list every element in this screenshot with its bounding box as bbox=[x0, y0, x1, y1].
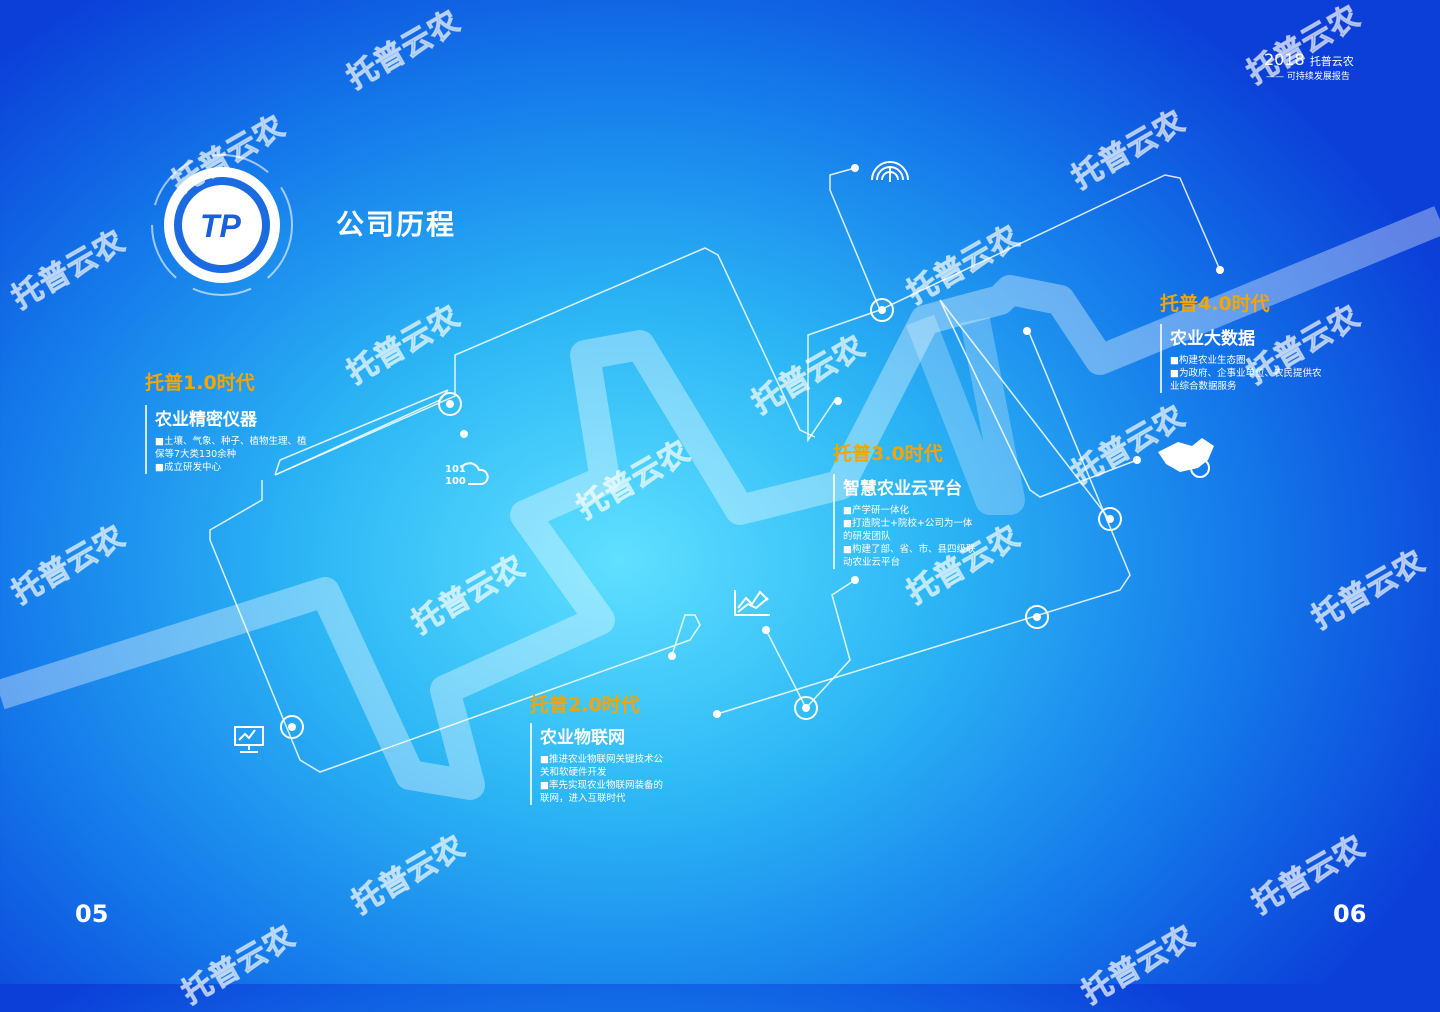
circuit-lines bbox=[209, 167, 1221, 773]
era-heading: 农业精密仪器 bbox=[155, 410, 257, 430]
era-bullet: ■构建了部、省、市、县四级联动农业云平台 bbox=[843, 544, 976, 568]
era-bullet: ■打造院士+院校+公司为一体的研发团队 bbox=[843, 518, 973, 542]
era-heading: 智慧农业云平台 bbox=[843, 479, 962, 499]
china-map-icon bbox=[1158, 438, 1214, 478]
report-subtitle: —— 可持续发展报告 bbox=[1266, 72, 1350, 82]
era-3: 托普3.0时代 智慧农业云平台 ■产学研一体化 ■打造院士+院校+公司为一体的研… bbox=[833, 439, 978, 569]
page-number-right: 06 bbox=[1333, 900, 1367, 928]
greenhouse-icon bbox=[871, 161, 909, 182]
cloud-icon bbox=[460, 462, 489, 485]
era-bullet: ■为政府、企事业单位、农民提供农业综合数据服务 bbox=[1170, 368, 1322, 392]
era-label: 托普2.0时代 bbox=[530, 694, 640, 716]
cloud-icon-text: 101 bbox=[445, 464, 466, 475]
svg-text:TP: TP bbox=[200, 208, 242, 244]
era-2: 托普2.0时代 农业物联网 ■推进农业物联网关键技术公关和软硬件开发 ■率先实现… bbox=[530, 690, 665, 805]
svg-text:100: 100 bbox=[445, 476, 466, 487]
monitor-icon bbox=[234, 726, 264, 753]
era-bullet: ■率先实现农业物联网装备的联网，进入互联时代 bbox=[540, 780, 663, 804]
era-bullet: ■成立研发中心 bbox=[155, 462, 221, 473]
report-header: 2018 托普云农 —— 可持续发展报告 bbox=[1264, 50, 1354, 82]
report-year: 2018 bbox=[1264, 50, 1305, 69]
page-title: 公司历程 bbox=[336, 208, 457, 241]
timeline-graphic: TP 101 100 bbox=[0, 154, 1440, 800]
report-brand: 托普云农 bbox=[1309, 55, 1354, 68]
era-label: 托普4.0时代 bbox=[1160, 293, 1270, 315]
timeline-ribbon bbox=[0, 206, 1440, 800]
era-1: 托普1.0时代 农业精密仪器 ■土壤、气象、种子、植物生理、植保等7大类130余… bbox=[145, 368, 315, 474]
era-bullet: ■土壤、气象、种子、植物生理、植保等7大类130余种 bbox=[155, 436, 307, 460]
era-heading: 农业物联网 bbox=[540, 728, 625, 748]
era-heading: 农业大数据 bbox=[1170, 329, 1255, 349]
era-4: 托普4.0时代 农业大数据 ■构建农业生态圈 ■为政府、企事业单位、农民提供农业… bbox=[1160, 289, 1330, 393]
era-bullet: ■产学研一体化 bbox=[843, 505, 909, 516]
era-bullet: ■构建农业生态圈 bbox=[1170, 355, 1246, 366]
era-label: 托普3.0时代 bbox=[833, 443, 943, 465]
chart-icon bbox=[734, 590, 770, 616]
era-bullet: ■推进农业物联网关键技术公关和软硬件开发 bbox=[540, 754, 663, 778]
era-label: 托普1.0时代 bbox=[145, 372, 255, 394]
company-logo: TP bbox=[151, 154, 293, 296]
page-number-left: 05 bbox=[75, 900, 109, 928]
